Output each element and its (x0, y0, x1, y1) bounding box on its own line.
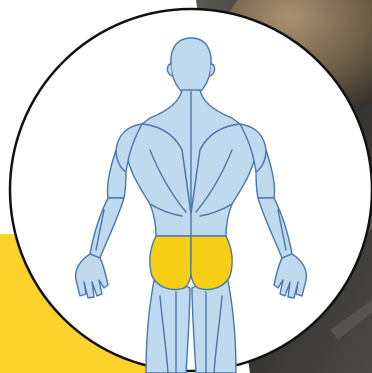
head (171, 38, 211, 92)
left-gluteus (150, 236, 191, 290)
right-gluteus (191, 236, 232, 290)
